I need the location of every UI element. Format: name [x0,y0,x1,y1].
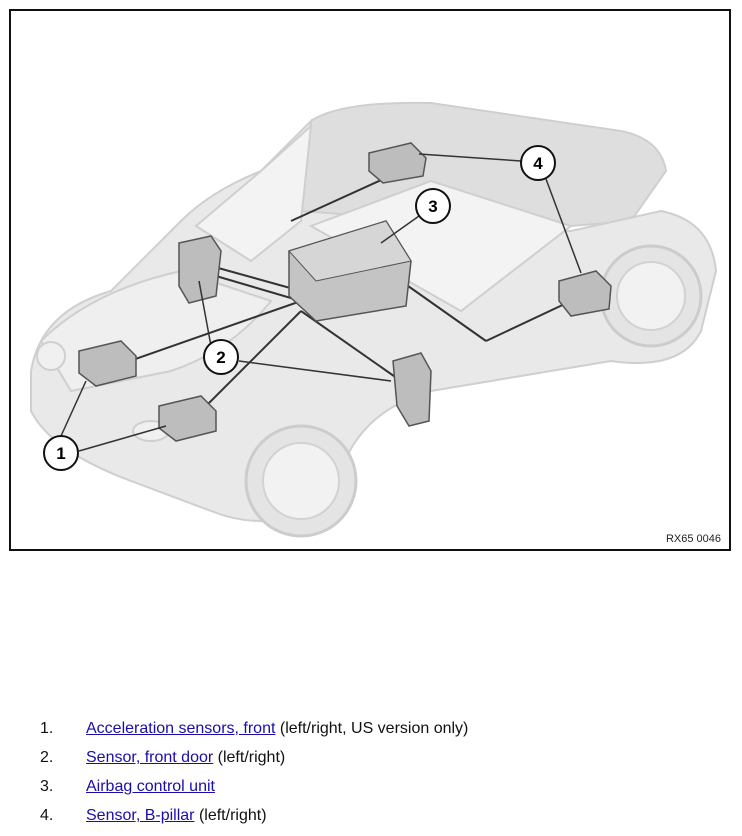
rear-wheel [599,244,703,348]
airbag-system-figure: 1 2 3 4 RX65 0046 [9,9,731,551]
component-airbag-control-unit [288,220,412,322]
component-front-door-sensor-right [392,352,432,427]
wiring [100,170,572,422]
legend-note: (left/right, US version only) [279,720,469,737]
legend-note: (left/right) [217,749,286,766]
component-b-pillar-sensor-lower [558,270,612,317]
callout-1: 1 [43,435,79,471]
figure-code: RX65 0046 [665,533,721,545]
callout-1-label: 1 [56,444,65,463]
legend-number: 4. [40,807,54,824]
callout-3-label: 3 [428,197,437,216]
callout-4-label: 4 [533,154,543,173]
link-acceleration-sensors-front[interactable]: Acceleration sensors, front [86,720,276,737]
front-wheel [244,424,358,538]
legend-number: 3. [40,778,54,795]
link-airbag-control-unit[interactable]: Airbag control unit [86,778,215,795]
callout-3: 3 [415,188,451,224]
leader-lines [60,153,582,452]
legend-number: 2. [40,749,54,766]
link-sensor-front-door[interactable]: Sensor, front door [86,749,214,766]
legend-number: 1. [40,720,54,737]
component-front-door-sensor-left [178,235,222,304]
callout-2-label: 2 [216,348,225,367]
component-b-pillar-sensor-upper [368,142,427,184]
component-acceleration-sensor-left [78,340,137,387]
link-sensor-b-pillar[interactable]: Sensor, B-pillar [86,807,195,824]
car-illustration: 1 2 3 4 [30,101,718,538]
callout-2: 2 [203,339,239,375]
legend-note: (left/right) [198,807,267,824]
callout-4: 4 [520,145,556,181]
